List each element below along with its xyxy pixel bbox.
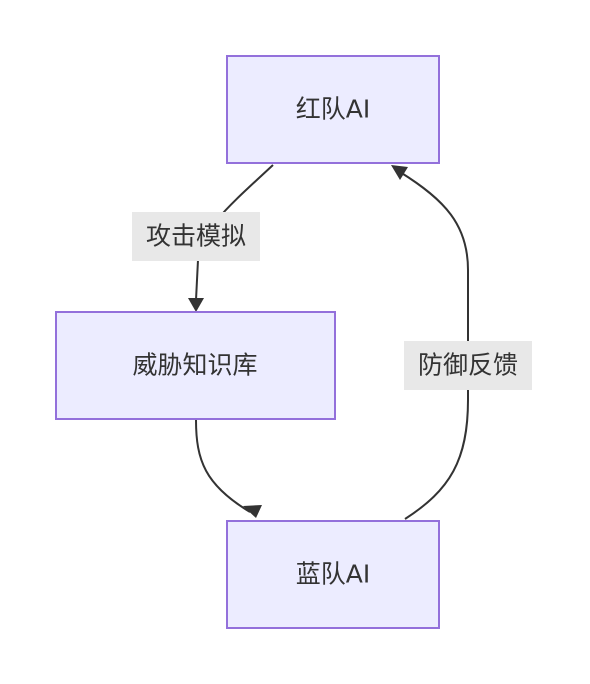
edge-label-defense-feedback: 防御反馈 [404, 341, 532, 390]
edge-label-attack-sim: 攻击模拟 [132, 212, 260, 261]
edge-blue-to-red-arrow [391, 165, 408, 180]
edge-blue-to-red [391, 165, 469, 520]
edge-label-attack-sim-text: 攻击模拟 [146, 222, 246, 251]
node-threat-kb: 威胁知识库 [55, 311, 336, 420]
node-red-team-box [226, 55, 440, 164]
node-blue-team-box [226, 520, 440, 629]
node-blue-team: 蓝队AI [226, 520, 440, 629]
node-threat-kb-box [55, 311, 336, 420]
node-red-team-label: 红队AI [296, 95, 370, 124]
edge-threat-to-blue-arrow [243, 505, 262, 518]
node-red-team: 红队AI [226, 55, 440, 164]
node-threat-kb-label: 威胁知识库 [132, 351, 257, 380]
edge-threat-to-blue-line [195, 419, 251, 513]
node-blue-team-label: 蓝队AI [296, 560, 370, 589]
edge-red-to-threat-arrow [188, 298, 204, 312]
edge-blue-to-red-line [399, 171, 469, 520]
edge-threat-to-blue [195, 419, 262, 518]
edge-label-defense-feedback-text: 防御反馈 [418, 351, 518, 380]
